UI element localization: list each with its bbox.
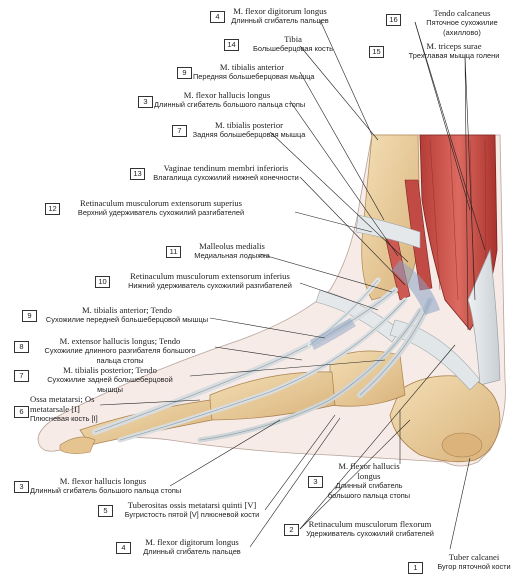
label-tibialis-posterior: M. tibialis posterior Задняя большеберцо… bbox=[189, 120, 309, 140]
label-3-number-bottom-mid: 3 bbox=[308, 476, 323, 488]
latin-name: Vaginae tendinum membri inferioris bbox=[163, 163, 289, 173]
label-6-number: 6 bbox=[14, 406, 29, 418]
russian-name: Задняя большеберцовая мышца bbox=[192, 130, 306, 139]
russian-name: Сухожилие задней большеберцовой мышцы bbox=[47, 375, 173, 394]
label-11-number: 11 bbox=[166, 246, 181, 258]
label-14-number: 14 bbox=[224, 39, 239, 51]
label-5-number: 5 bbox=[98, 505, 113, 517]
russian-name: Бугор пяточной кости bbox=[437, 562, 511, 571]
label-flexor-digitorum-longus-bottom: M. flexor digitorum longus Длинный сгиба… bbox=[132, 537, 252, 557]
label-retinaculum-extensorum-inferius: Retinaculum musculorum extensorum inferi… bbox=[112, 271, 308, 291]
label-7-number-top: 7 bbox=[172, 125, 187, 137]
russian-name: Длинный сгибатель пальцев bbox=[143, 547, 241, 556]
label-tendo-calcaneus: Tendo calcaneus Пяточное сухожилие (ахил… bbox=[403, 8, 521, 38]
superior-extensor-retinaculum bbox=[355, 214, 421, 249]
label-3-number-top: 3 bbox=[138, 96, 153, 108]
label-flexor-hallucis-longus-bottom-left: M. flexor hallucis longus Длинный сгибат… bbox=[30, 476, 182, 496]
label-16-number: 16 bbox=[386, 14, 401, 26]
label-7-number-tendon: 7 bbox=[14, 370, 29, 382]
russian-name: Влагалища сухожилий нижней конечности bbox=[153, 173, 299, 182]
label-4-number-bottom: 4 bbox=[116, 542, 131, 554]
label-10-number: 10 bbox=[95, 276, 110, 288]
russian-name: Медиальная лодыжка bbox=[194, 251, 270, 260]
latin-name: M. tibialis posterior; Tendo bbox=[63, 365, 157, 375]
label-retinaculum-extensorum-superius: Retinaculum musculorum extensorum superi… bbox=[62, 198, 260, 218]
label-12-number: 12 bbox=[45, 203, 60, 215]
latin-name: Retinaculum musculorum extensorum inferi… bbox=[130, 271, 290, 281]
label-tibialis-anterior-tendon: M. tibialis anterior; Tendo Сухожилие пе… bbox=[38, 305, 216, 325]
latin-name: Ossa metatarsi; Os metatarsale [I] bbox=[30, 394, 95, 414]
leader-lines bbox=[99, 19, 486, 550]
latin-name: Tendo calcaneus bbox=[433, 8, 491, 18]
russian-name: Передняя большеберцовая мышца bbox=[193, 72, 315, 81]
label-flexor-hallucis-longus-bottom-mid: M. flexor hallucis longus Длинный сгибат… bbox=[324, 461, 414, 501]
latin-name: Tuber calcanei bbox=[448, 552, 500, 562]
russian-name: Большеберцовая кость bbox=[253, 44, 333, 53]
russian-name: Сухожилие передней большеберцовой мышцы bbox=[45, 315, 209, 324]
latin-name: M. flexor hallucis longus bbox=[338, 461, 400, 481]
label-retinaculum-flexorum: Retinaculum musculorum flexorum Удержива… bbox=[300, 519, 440, 539]
label-3-number-bottom-left: 3 bbox=[14, 481, 29, 493]
label-tuberositas-metatarsi-v: Tuberositas ossis metatarsi quinti [V] Б… bbox=[114, 500, 270, 520]
label-8-number: 8 bbox=[14, 341, 29, 353]
russian-name: Плюсневая кость [I] bbox=[30, 414, 98, 423]
russian-name: Длинный сгибатель большого пальца стопы bbox=[327, 481, 411, 500]
russian-name: Бугристость пятой [V] плюсневой кости bbox=[124, 510, 260, 519]
latin-name: Retinaculum musculorum flexorum bbox=[308, 519, 432, 529]
latin-name: Tuberositas ossis metatarsi quinti [V] bbox=[127, 500, 257, 510]
latin-name: M. tibialis anterior; Tendo bbox=[82, 305, 172, 315]
russian-name: Удерживатель сухожилий сгибателей bbox=[306, 529, 434, 538]
label-13-number: 13 bbox=[130, 168, 145, 180]
label-flexor-digitorum-longus: M. flexor digitorum longus Длинный сгиба… bbox=[228, 6, 332, 26]
label-2-number: 2 bbox=[284, 524, 299, 536]
label-os-metatarsale-i: Ossa metatarsi; Os metatarsale [I] Плюсн… bbox=[30, 394, 104, 424]
latin-name: Malleolus medialis bbox=[199, 241, 265, 251]
latin-name: Retinaculum musculorum extensorum superi… bbox=[79, 198, 243, 208]
latin-name: M. tibialis anterior bbox=[219, 62, 285, 72]
latin-name: Tibia bbox=[284, 34, 302, 44]
russian-name: Сухожилие длинного разгибателя большого … bbox=[44, 346, 196, 365]
achilles-tendon bbox=[467, 248, 501, 386]
latin-name: M. flexor hallucis longus bbox=[183, 90, 271, 100]
russian-name: Длинный сгибатель пальцев bbox=[231, 16, 329, 25]
label-4-number: 4 bbox=[210, 11, 225, 23]
russian-name: Длинный сгибатель большого пальца стопы bbox=[154, 100, 306, 109]
label-tibialis-anterior: M. tibialis anterior Передняя большеберц… bbox=[193, 62, 315, 82]
label-15-number: 15 bbox=[369, 46, 384, 58]
label-tibia: Tibia Большеберцовая кость bbox=[243, 34, 343, 54]
label-tuber-calcanei: Tuber calcanei Бугор пяточной кости bbox=[424, 552, 524, 572]
latin-name: M. flexor digitorum longus bbox=[233, 6, 327, 16]
russian-name: Трехглавая мышца голени bbox=[408, 51, 500, 60]
label-triceps-surae: M. triceps surae Трехглавая мышца голени bbox=[386, 41, 522, 61]
russian-name: Длинный сгибатель большого пальца стопы bbox=[30, 486, 182, 495]
latin-name: M. flexor digitorum longus bbox=[145, 537, 239, 547]
label-9-number: 9 bbox=[177, 67, 192, 79]
label-tibialis-posterior-tendon: M. tibialis posterior; Tendo Сухожилие з… bbox=[30, 365, 190, 395]
label-extensor-hallucis-longus-tendon: M. extensor hallucis longus; Tendo Сухож… bbox=[30, 336, 210, 366]
latin-name: M. extensor hallucis longus; Tendo bbox=[59, 336, 181, 346]
russian-name: Пяточное сухожилие (ахиллово) bbox=[426, 18, 498, 37]
label-flexor-hallucis-longus-top: M. flexor hallucis longus Длинный сгибат… bbox=[154, 90, 306, 110]
latin-name: M. flexor hallucis longus bbox=[59, 476, 147, 486]
label-malleolus-medialis: Malleolus medialis Медиальная лодыжка bbox=[184, 241, 280, 261]
latin-name: M. triceps surae bbox=[426, 41, 482, 51]
label-vaginae-tendinum: Vaginae tendinum membri inferioris Влага… bbox=[146, 163, 306, 183]
label-9-number-tendon: 9 bbox=[22, 310, 37, 322]
latin-name: M. tibialis posterior bbox=[214, 120, 284, 130]
label-1-number: 1 bbox=[408, 562, 423, 574]
russian-name: Нижний удерживатель сухожилий разгибател… bbox=[128, 281, 292, 290]
russian-name: Верхний удерживатель сухожилий разгибате… bbox=[77, 208, 245, 217]
